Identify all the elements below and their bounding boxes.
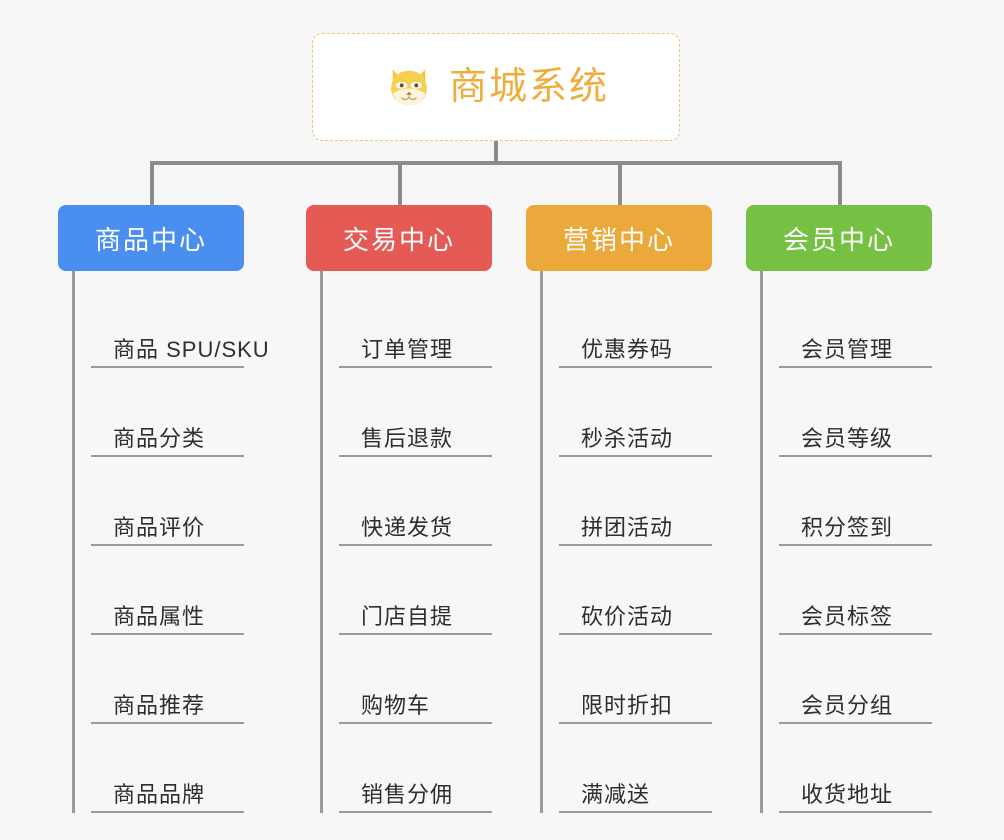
- leaf-item[interactable]: 积分签到: [779, 457, 932, 546]
- connector-drop-3: [618, 161, 622, 205]
- connector-drop-2: [398, 161, 402, 205]
- leaf-label: 门店自提: [361, 603, 454, 629]
- leaf-label: 订单管理: [361, 336, 454, 362]
- leaf-item[interactable]: 销售分佣: [339, 724, 492, 813]
- leaf-item[interactable]: 门店自提: [339, 546, 492, 635]
- leaf-label: 砍价活动: [581, 603, 674, 629]
- shiba-dog-icon: [391, 69, 427, 105]
- leaf-item[interactable]: 商品评价: [91, 457, 244, 546]
- leaf-item[interactable]: 会员标签: [779, 546, 932, 635]
- leaf-item[interactable]: 满减送: [559, 724, 712, 813]
- leaf-item[interactable]: 会员管理: [779, 279, 932, 368]
- connector-horizontal-bus: [150, 161, 838, 165]
- leaf-item[interactable]: 砍价活动: [559, 546, 712, 635]
- leaf-item[interactable]: 收货地址: [779, 724, 932, 813]
- leaf-item[interactable]: 优惠券码: [559, 279, 712, 368]
- category-header-3[interactable]: 营销中心: [526, 205, 712, 271]
- leaf-item[interactable]: 拼团活动: [559, 457, 712, 546]
- leaf-label: 会员标签: [801, 603, 894, 629]
- category-header-2[interactable]: 交易中心: [306, 205, 492, 271]
- leaf-label: 商品分类: [113, 425, 206, 451]
- leaf-list-1: 商品 SPU/SKU 商品分类 商品评价 商品属性 商品推荐 商品品牌: [72, 271, 269, 813]
- leaf-item[interactable]: 订单管理: [339, 279, 492, 368]
- leaf-label: 商品推荐: [113, 692, 206, 718]
- leaf-item[interactable]: 商品属性: [91, 546, 244, 635]
- category-label-2: 交易中心: [342, 224, 455, 255]
- leaf-label: 秒杀活动: [581, 425, 674, 451]
- leaf-list-3: 优惠券码 秒杀活动 拼团活动 砍价活动 限时折扣 满减送: [540, 271, 712, 813]
- leaf-label: 快递发货: [361, 514, 454, 540]
- branch-column-1: 商品中心 商品 SPU/SKU 商品分类 商品评价 商品属性 商品推荐 商品品牌: [58, 205, 269, 813]
- leaf-label: 会员分组: [801, 692, 894, 718]
- leaf-item[interactable]: 秒杀活动: [559, 368, 712, 457]
- leaf-item[interactable]: 购物车: [339, 635, 492, 724]
- leaf-label: 收货地址: [801, 781, 894, 807]
- connector-drop-4: [838, 161, 842, 205]
- leaf-list-2: 订单管理 售后退款 快递发货 门店自提 购物车 销售分佣: [320, 271, 492, 813]
- leaf-label: 拼团活动: [581, 514, 674, 540]
- leaf-label: 商品评价: [113, 514, 206, 540]
- category-label-4: 会员中心: [782, 224, 895, 255]
- leaf-label: 商品 SPU/SKU: [113, 336, 270, 362]
- leaf-label: 销售分佣: [361, 781, 454, 807]
- leaf-label: 积分签到: [801, 514, 894, 540]
- root-title: 商城系统: [448, 66, 609, 108]
- leaf-label: 满减送: [581, 781, 651, 807]
- branch-column-3: 营销中心 优惠券码 秒杀活动 拼团活动 砍价活动 限时折扣 满减送: [526, 205, 712, 813]
- leaf-label: 优惠券码: [581, 336, 674, 362]
- leaf-label: 商品品牌: [113, 781, 206, 807]
- leaf-label: 售后退款: [361, 425, 454, 451]
- leaf-item[interactable]: 会员等级: [779, 368, 932, 457]
- leaf-item[interactable]: 快递发货: [339, 457, 492, 546]
- branch-column-4: 会员中心 会员管理 会员等级 积分签到 会员标签 会员分组 收货地址: [746, 205, 932, 813]
- connector-root-stem: [494, 141, 498, 163]
- leaf-item[interactable]: 商品推荐: [91, 635, 244, 724]
- branch-column-2: 交易中心 订单管理 售后退款 快递发货 门店自提 购物车 销售分佣: [306, 205, 492, 813]
- leaf-label: 会员管理: [801, 336, 894, 362]
- leaf-label: 限时折扣: [581, 692, 674, 718]
- category-header-4[interactable]: 会员中心: [746, 205, 932, 271]
- leaf-item[interactable]: 限时折扣: [559, 635, 712, 724]
- leaf-label: 商品属性: [113, 603, 206, 629]
- category-label-1: 商品中心: [94, 224, 207, 255]
- leaf-item[interactable]: 商品品牌: [91, 724, 244, 813]
- leaf-label: 会员等级: [801, 425, 894, 451]
- leaf-list-4: 会员管理 会员等级 积分签到 会员标签 会员分组 收货地址: [760, 271, 932, 813]
- leaf-label: 购物车: [361, 692, 431, 718]
- category-label-3: 营销中心: [562, 224, 675, 255]
- leaf-item[interactable]: 会员分组: [779, 635, 932, 724]
- leaf-item[interactable]: 商品 SPU/SKU: [91, 279, 269, 368]
- root-node[interactable]: 商城系统: [312, 33, 680, 141]
- connector-drop-1: [150, 161, 154, 205]
- category-header-1[interactable]: 商品中心: [58, 205, 244, 271]
- leaf-item[interactable]: 商品分类: [91, 368, 244, 457]
- leaf-item[interactable]: 售后退款: [339, 368, 492, 457]
